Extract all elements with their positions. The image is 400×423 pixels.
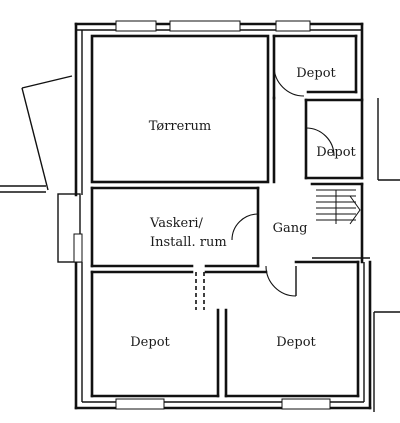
dashed-openings: [136, 181, 220, 310]
room-label-vaskeri-line1: Vaskeri/: [149, 216, 204, 231]
left-annex-lines: [0, 75, 83, 263]
door-swings: [231, 65, 335, 297]
stair: [316, 189, 361, 225]
room-label-gang: Gang: [273, 221, 308, 236]
room-label-depot-mid: Depot: [316, 145, 356, 160]
exterior-walls: [74, 22, 372, 410]
room-label-depot-bottom-right: Depot: [276, 335, 316, 350]
room-label-depot-bottom-left: Depot: [130, 335, 170, 350]
room-label-torrerum: Tørrerum: [149, 119, 212, 134]
room-label-depot-top: Depot: [296, 66, 336, 81]
room-label-vaskeri-line2: Install. rum: [150, 235, 227, 250]
top-windows: [115, 20, 311, 32]
right-annex-lines: [373, 98, 400, 412]
bottom-windows: [115, 398, 331, 410]
